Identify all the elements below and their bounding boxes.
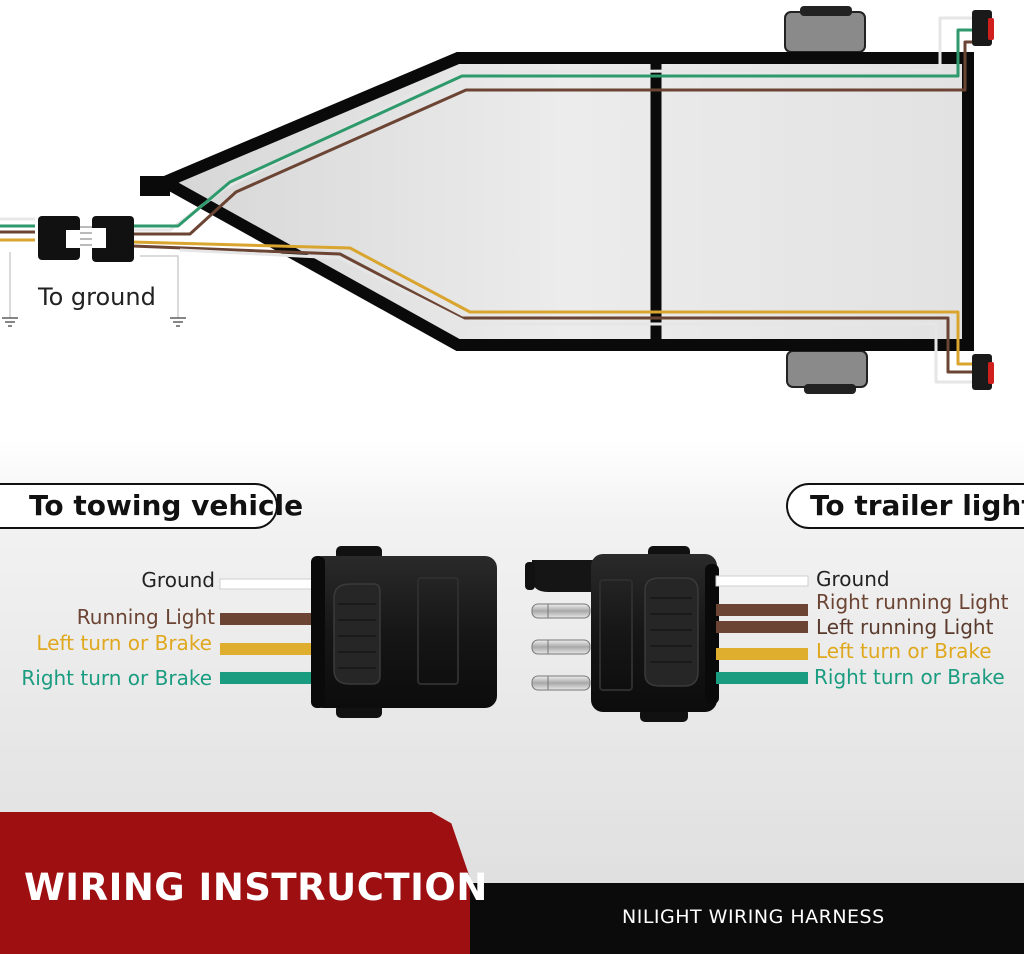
small-connector-pair <box>2 216 186 327</box>
trailer-hitch <box>140 176 170 196</box>
trailer-wiring <box>0 16 975 384</box>
wiring-instruction-banner <box>0 812 496 954</box>
banner-title: WIRING INSTRUCTION <box>24 866 488 909</box>
vehicle-side-wires <box>219 578 316 684</box>
bottom-wheel <box>786 350 868 388</box>
trailer-wire-label-left-turn: Left turn or Brake <box>816 639 992 663</box>
trailer-wire-label-ground: Ground <box>816 567 890 591</box>
ground-symbol-right <box>170 317 186 327</box>
footer-bar <box>470 883 1024 954</box>
trailer-plug-male <box>525 546 719 722</box>
trailer-side-wires <box>715 575 809 684</box>
ground-symbol-left <box>2 317 18 327</box>
towing-vehicle-pill: To towing vehicle <box>0 483 303 529</box>
trailer-wire-label-right-turn: Right turn or Brake <box>814 665 1005 689</box>
ground-note-label: To ground <box>38 283 156 311</box>
trailer-wire-label-right-running: Right running Light <box>816 590 1009 614</box>
top-wheel <box>784 11 866 53</box>
trailer-frame <box>140 6 974 394</box>
tail-light-bottom <box>972 354 994 390</box>
vehicle-wire-label-ground: Ground <box>141 568 215 592</box>
trailer-wire-label-left-running: Left running Light <box>816 615 994 639</box>
footer-brand-text: NILIGHT WIRING HARNESS <box>622 906 885 928</box>
vehicle-wire-label-left-turn: Left turn or Brake <box>36 631 212 655</box>
male-pins <box>531 603 591 691</box>
vehicle-wire-label-running-light: Running Light <box>76 605 215 629</box>
vehicle-wire-label-right-turn: Right turn or Brake <box>21 666 212 690</box>
trailer-light-pill: To trailer light <box>786 483 1024 529</box>
vehicle-plug-female <box>311 546 497 718</box>
tail-light-top <box>972 10 994 46</box>
